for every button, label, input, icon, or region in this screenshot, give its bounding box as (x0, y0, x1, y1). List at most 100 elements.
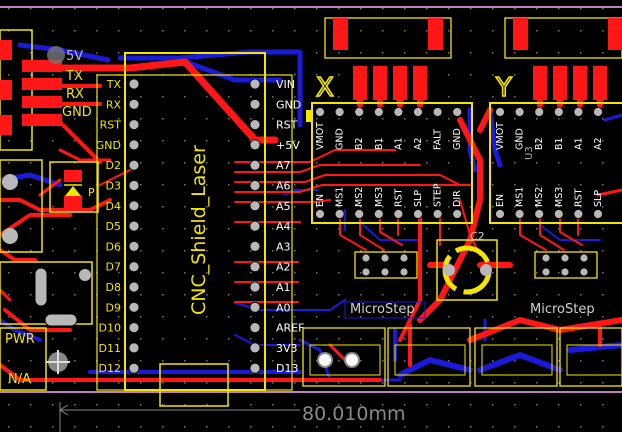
driver-pin-label: RST (573, 188, 584, 207)
driver-pin-label: MS1 (515, 187, 526, 207)
driver-pin-pad (393, 107, 404, 117)
arduino-pin-pad (128, 78, 140, 90)
arduino-pin-pad (249, 281, 261, 293)
driver-pin-label: B2 (534, 137, 545, 150)
arduino-pin-pad (249, 261, 261, 273)
arduino-pin-label: GND (96, 139, 121, 152)
driver-pin-label: EN (315, 194, 326, 207)
driver-pin-label: VMOT (495, 122, 506, 150)
driver-pin-label: VMOT (315, 122, 326, 150)
driver-pin-pad (432, 107, 443, 117)
driver-x-microstep-label: MicroStep (350, 302, 415, 317)
driver-pin-pad (334, 107, 345, 117)
driver-pin-pad (413, 107, 423, 117)
arduino-pin-label: A0 (276, 301, 291, 314)
jumper-pin-pad (560, 267, 570, 277)
serial-header: 5V TX RX GND (0, 29, 92, 151)
driver-pin-label: A1 (573, 137, 584, 150)
arduino-pin-label: A3 (276, 240, 291, 253)
jumper-pin-pad (399, 253, 409, 263)
diode-component: P (49, 161, 99, 213)
arduino-pin-pad (249, 78, 261, 90)
arduino-pin-label: A4 (276, 220, 291, 233)
serial-label-rx: RX (66, 87, 84, 102)
driver-pin-pad (315, 209, 325, 219)
driver-x-axis-label: X (316, 73, 334, 103)
driver-pin-pad (334, 209, 345, 219)
arduino-pin-pad (249, 119, 261, 130)
board-outline (0, 6, 622, 393)
arduino-pin-pad (128, 119, 140, 130)
arduino-pin-label: A6 (276, 180, 291, 193)
driver-pin-label: DIR (452, 190, 463, 207)
arduino-pin-label: +5V (276, 139, 300, 152)
serial-label-tx: TX (65, 69, 83, 84)
arduino-pin-pad (128, 261, 140, 273)
driver-pin-label: MS1 (335, 187, 346, 207)
driver-pin-pad (452, 107, 463, 117)
driver-pin-pad (452, 209, 463, 219)
jumper-pin-pad (380, 267, 390, 277)
arduino-pin-label: VIN (276, 78, 295, 91)
driver-pin-label: STEP (433, 183, 444, 207)
driver-pin-label: GND (515, 128, 526, 150)
driver-pin-label: MS3 (554, 187, 565, 207)
dimension-annotation: 80.010mm (59, 402, 406, 432)
arduino-pin-pad (128, 159, 140, 171)
jumper-pin-pad (579, 253, 589, 263)
left-crystal (0, 159, 43, 253)
serial-pad-gnd (22, 114, 62, 126)
arduino-pin-label: D4 (106, 200, 121, 213)
arduino-pin-label: D3 (106, 180, 121, 193)
arduino-pin-pad (249, 240, 261, 252)
driver-pin-pad (514, 209, 525, 219)
arduino-pin-label: A5 (276, 200, 291, 213)
serial-pad-tx (22, 78, 62, 90)
arduino-pin-label: RX (106, 98, 122, 111)
driver-pin-pad (593, 209, 603, 219)
arduino-pin-pad (249, 200, 261, 212)
arduino-pin-pad (128, 139, 140, 151)
arduino-pin-pad (128, 180, 140, 191)
serial-label-5v: 5V (66, 49, 83, 64)
arduino-pin-label: TX (106, 78, 122, 91)
arduino-pin-label: A2 (276, 261, 291, 274)
arduino-pin-label: GND (276, 98, 301, 111)
arduino-pin-pad (249, 301, 261, 313)
arduino-pin-label: RST (100, 119, 122, 132)
driver-pin-label: EN (495, 194, 506, 207)
arduino-pin-pad (249, 180, 261, 191)
driver-y-microstep-label: MicroStep (530, 302, 595, 317)
driver-pin-pad (373, 107, 384, 117)
arduino-pin-label: RST (276, 119, 298, 132)
arduino-pin-label: D2 (106, 159, 121, 172)
screw-terminals (302, 327, 622, 387)
driver-pin-label: GND (452, 128, 463, 150)
jumper-pin-pad (541, 253, 551, 263)
driver-pin-label: A1 (393, 137, 404, 150)
driver-pin-label: A2 (413, 137, 424, 150)
arduino-pin-pad (128, 98, 140, 110)
reset-button-component (0, 261, 93, 327)
arduino-pin-pad (128, 342, 140, 354)
driver-pin-label: B1 (554, 137, 565, 150)
driver-pin-label: SLP (413, 190, 424, 207)
driver-pin-pad (495, 209, 505, 219)
arduino-pin-label: A1 (276, 281, 291, 294)
arduino-pin-pad (249, 220, 261, 232)
driver-pin-pad (393, 209, 404, 219)
arduino-pin-label: AREF (276, 322, 304, 335)
microstep-jumper-x (361, 253, 409, 277)
arduino-pin-pad (249, 362, 261, 374)
driver-pin-pad (553, 107, 564, 117)
jumper-pin-pad (399, 267, 409, 277)
arduino-pin-pad (128, 322, 140, 334)
driver-y-axis-label: Y (495, 73, 512, 103)
arduino-pin-pad (249, 98, 261, 110)
driver-pin-label: SLP (593, 190, 604, 207)
jumper-pin-pad (361, 267, 371, 277)
